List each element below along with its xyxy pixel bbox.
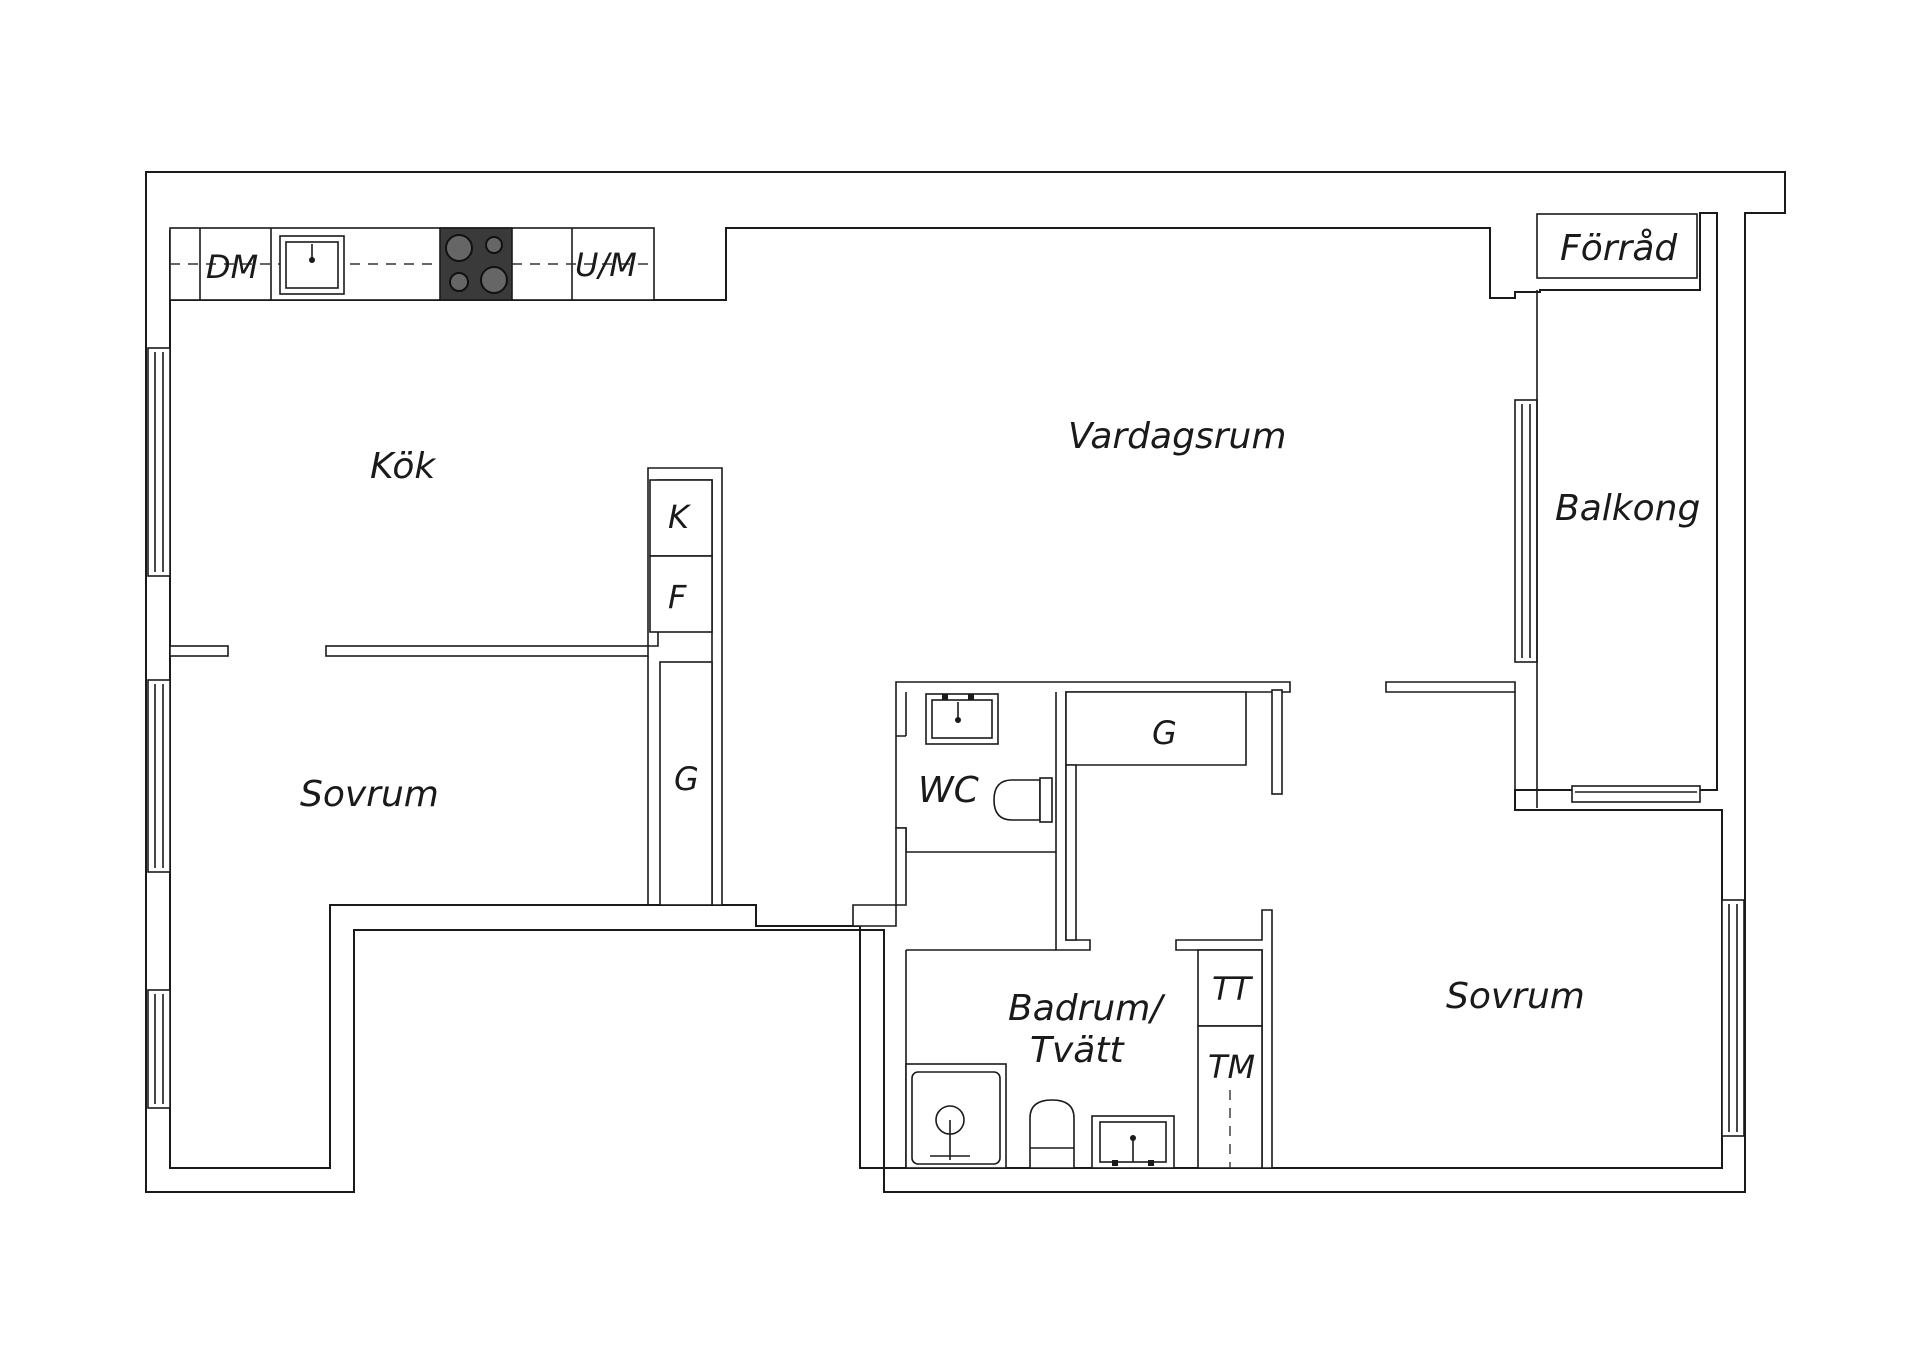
wc-toilet [993, 777, 1053, 823]
closet-center [1065, 691, 1247, 766]
storage-room [1536, 213, 1698, 279]
bathroom-sink [1091, 1115, 1175, 1169]
appliance-label-washer: TM [1208, 1048, 1255, 1086]
window-left-2 [147, 679, 171, 873]
room-label-storage: Förråd [1560, 228, 1678, 269]
stove [439, 227, 513, 301]
room-label-bathroom-line1: Badrum/ [1008, 988, 1166, 1029]
room-label-bathroom-line2: Tvätt [1030, 1030, 1125, 1071]
window-left-1 [147, 347, 171, 577]
dryer [1197, 949, 1263, 1027]
room-label-bedroom-right: Sovrum [1446, 976, 1585, 1017]
wc-sink [925, 693, 999, 745]
shower [905, 1063, 1007, 1169]
wc-wall-left [896, 692, 907, 737]
wall-bedroom-right-top [1385, 681, 1516, 693]
balcony-window [1514, 399, 1538, 663]
window-right [1721, 899, 1745, 1137]
appliance-label-dishwasher: DM [206, 248, 258, 286]
wc-door-jamb [852, 827, 907, 927]
wall-bathroom-top [1065, 764, 1077, 941]
appliance-label-freezer: F [668, 578, 687, 616]
closet-center-side [1271, 689, 1283, 795]
room-label-kitchen: Kök [370, 446, 437, 487]
wall-divider-bedroom [325, 645, 649, 657]
appliance-label-dryer: TT [1212, 970, 1254, 1008]
balcony-bottom-window [1571, 785, 1701, 803]
kitchen-sink [279, 235, 345, 295]
bathroom-toilet [1029, 1099, 1075, 1169]
closet-label-center: G [1152, 714, 1177, 752]
appliance-label-fridge: K [668, 498, 692, 536]
room-label-wc: WC [918, 770, 980, 811]
appliance-label-oven-microwave: U/M [575, 246, 637, 284]
fridge [649, 479, 713, 557]
closet-label-left: G [674, 760, 699, 798]
kitchen-counter [169, 227, 655, 301]
closet-left [659, 661, 713, 906]
room-label-balcony: Balkong [1555, 488, 1700, 529]
room-label-living-room: Vardagsrum [1068, 416, 1286, 457]
wall-divider-kitchen [169, 645, 229, 657]
room-label-bedroom-left: Sovrum [300, 774, 439, 815]
freezer [649, 555, 713, 633]
window-left-3 [147, 989, 171, 1109]
